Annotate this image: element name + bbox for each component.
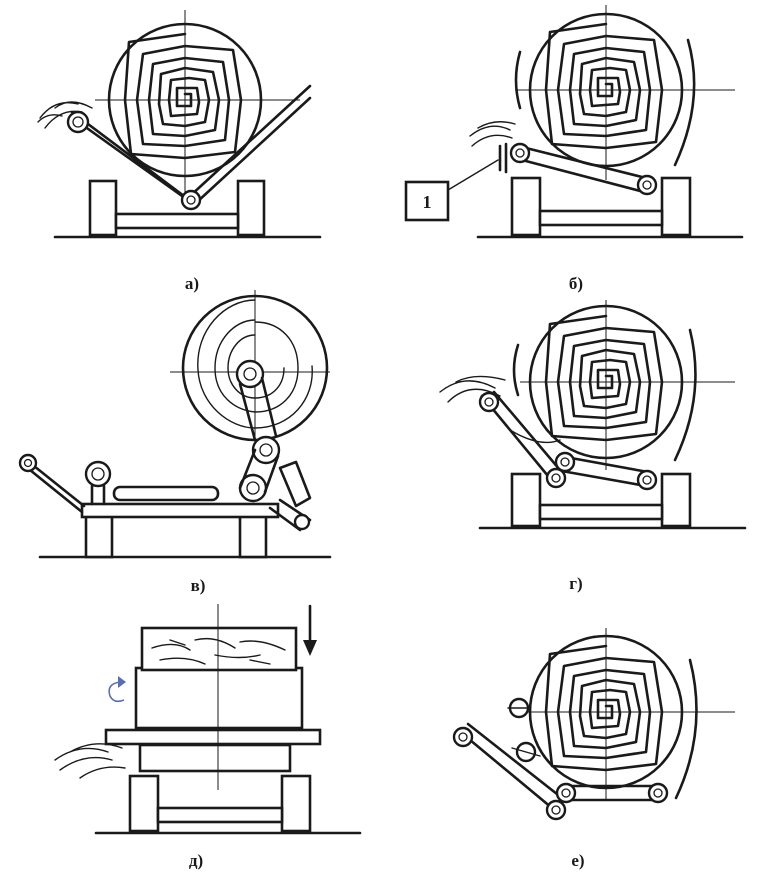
frame-beam xyxy=(114,212,240,230)
frame-beam xyxy=(538,503,664,521)
roller-left xyxy=(18,453,38,473)
hay-fibres xyxy=(439,375,561,444)
frame-leg-left xyxy=(88,179,118,237)
frame-leg-right xyxy=(660,176,692,237)
roller-top xyxy=(66,110,90,134)
frame-leg-right xyxy=(236,179,266,237)
hay-texture xyxy=(151,637,286,665)
frame-beam xyxy=(156,806,284,824)
callout-label: 1 xyxy=(423,192,432,212)
callout-leader xyxy=(447,159,499,191)
arrow-down-head xyxy=(303,640,317,656)
caption-g: г) xyxy=(569,574,582,593)
guard-arc-left xyxy=(512,343,520,397)
bale-top xyxy=(140,626,298,672)
conveyor xyxy=(516,144,648,194)
roller-joint xyxy=(555,782,577,804)
guard-arc-left xyxy=(514,50,522,110)
guard-arc-right xyxy=(674,658,698,800)
roller-right xyxy=(647,782,669,804)
conveyor-flat xyxy=(564,784,660,802)
frame-beam xyxy=(538,209,664,227)
conveyor-flat xyxy=(554,454,650,488)
caption-e: е) xyxy=(571,851,584,870)
guard-arc-right xyxy=(673,328,697,462)
roller-joint-2 xyxy=(554,451,576,473)
roller-left xyxy=(509,142,531,164)
conveyor-flat xyxy=(112,485,220,502)
panel-g: г) xyxy=(439,300,747,593)
panel-a: а) xyxy=(37,10,322,293)
roller-right xyxy=(636,469,658,491)
device-1 xyxy=(498,142,508,174)
linkage-bars xyxy=(238,448,280,494)
frame-leg-left xyxy=(84,513,114,559)
roller-right xyxy=(293,513,311,531)
roller-right xyxy=(636,174,658,196)
guard-arc-right xyxy=(673,38,696,167)
conveyor-right xyxy=(188,84,312,204)
roller-bottom xyxy=(180,189,202,211)
panel-b: 1 б) xyxy=(404,5,744,293)
arm-hub xyxy=(235,359,265,389)
bale-spiral xyxy=(544,22,664,150)
linkage-roller-upper xyxy=(251,435,281,465)
bale-spiral xyxy=(544,314,664,442)
conveyor-inclined xyxy=(456,722,564,810)
frame-leg-right xyxy=(280,774,312,833)
press-plate xyxy=(104,728,322,746)
callout-box xyxy=(404,180,450,222)
roller-top xyxy=(478,391,500,413)
frame-leg-right xyxy=(660,472,692,528)
motor-box xyxy=(278,460,312,508)
frame-leg-left xyxy=(510,472,542,528)
frame-leg-left xyxy=(510,176,542,237)
frame-leg-left xyxy=(128,774,160,833)
roller-low-left xyxy=(452,726,474,748)
conveyor-left xyxy=(70,110,198,208)
caption-d: д) xyxy=(189,851,203,870)
bale-spiral xyxy=(544,644,664,772)
hay-fibres xyxy=(37,101,93,129)
panel-d: д) xyxy=(54,604,362,870)
roller-bottom xyxy=(545,799,567,821)
panel-e: е) xyxy=(452,628,735,870)
arm-link xyxy=(238,376,278,442)
bale-spiral xyxy=(123,32,243,160)
rotation-arrow-icon xyxy=(108,681,125,703)
lower-block xyxy=(138,743,292,773)
roller-post xyxy=(84,460,112,488)
hay-fibres xyxy=(469,121,516,147)
roller-joint xyxy=(545,467,567,489)
frame-leg-right xyxy=(238,513,268,559)
bale-body xyxy=(134,666,304,730)
caption-a: а) xyxy=(185,274,199,293)
hay-fibres xyxy=(54,743,126,779)
caption-v: в) xyxy=(191,576,206,595)
caption-b: б) xyxy=(569,274,583,293)
roller-post-stand xyxy=(90,484,106,506)
panel-v: в) xyxy=(18,290,332,595)
platform xyxy=(80,502,280,519)
